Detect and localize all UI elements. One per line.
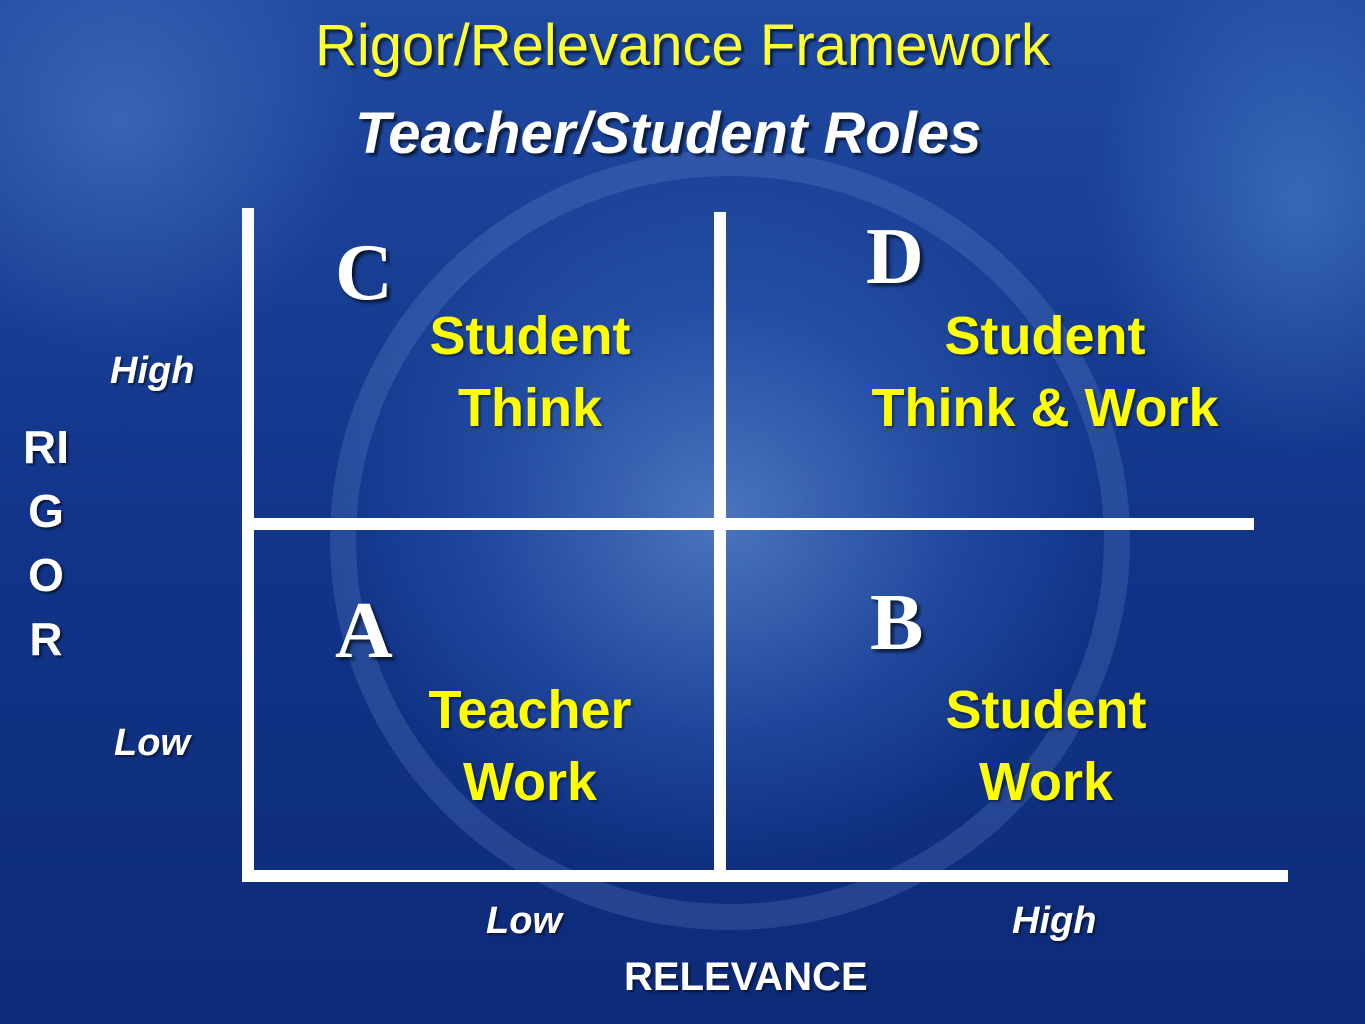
quadrant-c-letter: C [335,229,393,317]
quadrant-c-line: Student [429,306,631,366]
quadrant-d-line: Think & Work [871,378,1219,438]
quadrant-d-letter: D [866,213,924,301]
y-axis-title-line: RI [23,421,69,473]
y-axis-line [242,208,254,882]
quadrant-d-line: Student [944,306,1146,366]
quadrant-b-line: Work [978,752,1114,812]
quadrant-b-letter: B [870,579,924,667]
page-subtitle: Teacher/Student Roles [355,101,982,166]
quadrant-a-line: Work [462,752,598,812]
quadrant-c-text: Student Think [380,300,680,444]
vertical-divider [714,212,726,872]
x-axis-low-label: Low [486,900,562,942]
quadrant-b-line: Student [945,680,1147,740]
quadrant-a-line: Teacher [428,680,632,740]
y-axis-title: RI G O R [10,415,82,671]
y-axis-high-label: High [110,350,195,392]
horizontal-divider [252,518,1254,530]
y-axis-title-line: O [28,549,64,601]
y-axis-low-label: Low [114,722,190,764]
y-axis-title-line: G [28,485,64,537]
quadrant-a-text: Teacher Work [380,674,680,818]
page-title: Rigor/Relevance Framework [315,13,1050,78]
x-axis-line [242,870,1288,882]
x-axis-title: RELEVANCE [624,955,868,999]
y-axis-title-line: R [29,613,63,665]
x-axis-high-label: High [1012,900,1097,942]
quadrant-a-letter: A [335,587,393,675]
quadrant-d-text: Student Think & Work [830,300,1260,444]
quadrant-c-line: Think [458,378,602,438]
quadrant-b-text: Student Work [896,674,1196,818]
